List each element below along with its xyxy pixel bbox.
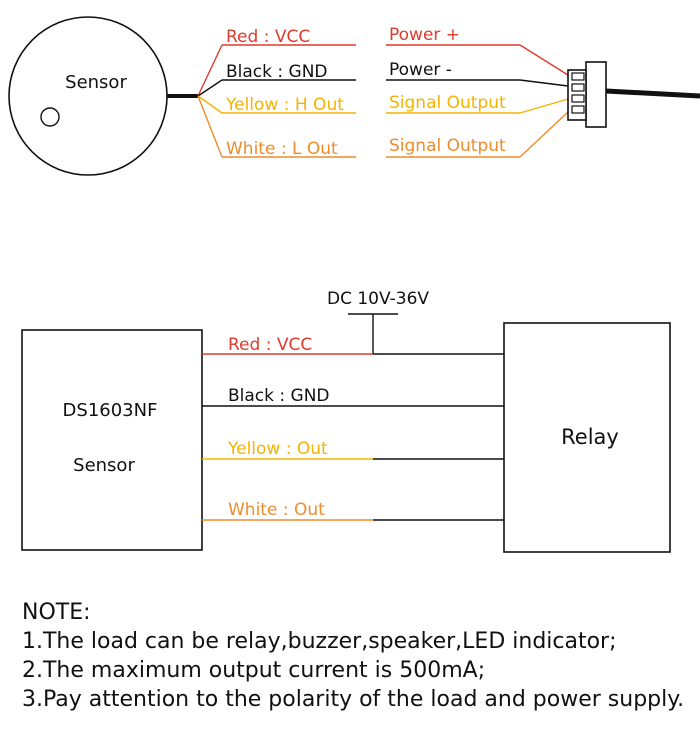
connector-plug — [567, 61, 607, 128]
bottom-wire-label-white: White : Out — [228, 500, 325, 520]
top-wire-label-white: White : L Out — [226, 139, 338, 159]
wiring-diagram: Sensor Red : VCC Black : GND Yellow : H … — [8, 16, 700, 553]
sensor-probe-label: Sensor — [65, 72, 127, 93]
note-line-3: 3.Pay attention to the polarity of the l… — [22, 687, 685, 712]
top-wire-label-yellow: Yellow : H Out — [225, 95, 344, 115]
sensor-box-label: Sensor — [73, 455, 135, 476]
supply-label: DC 10V-36V — [327, 289, 429, 309]
note-block: NOTE: 1.The load can be relay,buzzer,spe… — [22, 598, 698, 714]
note-line-2: 2.The maximum output current is 500mA; — [22, 658, 486, 683]
fan-power-plus — [519, 44, 569, 76]
relay-label: Relay — [561, 425, 619, 449]
wire-red-fan — [197, 44, 223, 97]
fan-signal-2 — [519, 111, 569, 158]
sensor-box — [21, 329, 203, 551]
bottom-wire-label-red: Red : VCC — [228, 335, 312, 355]
connector-cable — [605, 88, 700, 99]
probe-indicator — [40, 107, 60, 127]
bottom-wire-label-yellow: Yellow : Out — [227, 439, 328, 459]
top-right-label-power-minus: Power - — [389, 60, 452, 80]
wire-yellow-fan — [197, 95, 223, 114]
wire-white-fan — [197, 95, 223, 158]
sensor-probe — [8, 16, 168, 176]
fan-signal-1 — [519, 98, 569, 114]
sensor-box-model: DS1603NF — [63, 400, 158, 421]
top-right-label-power-plus: Power + — [389, 25, 460, 45]
top-right-label-signal-2: Signal Output — [389, 136, 506, 156]
top-wire-label-black: Black : GND — [226, 62, 328, 82]
note-title: NOTE: — [22, 600, 91, 625]
top-right-label-signal-1: Signal Output — [389, 93, 506, 113]
bottom-wire-label-black: Black : GND — [228, 386, 330, 406]
wire-black-fan — [197, 79, 223, 97]
note-line-1: 1.The load can be relay,buzzer,speaker,L… — [22, 629, 617, 654]
top-wire-label-red: Red : VCC — [226, 27, 310, 47]
fan-power-minus — [519, 79, 569, 87]
relay-box — [503, 322, 671, 553]
